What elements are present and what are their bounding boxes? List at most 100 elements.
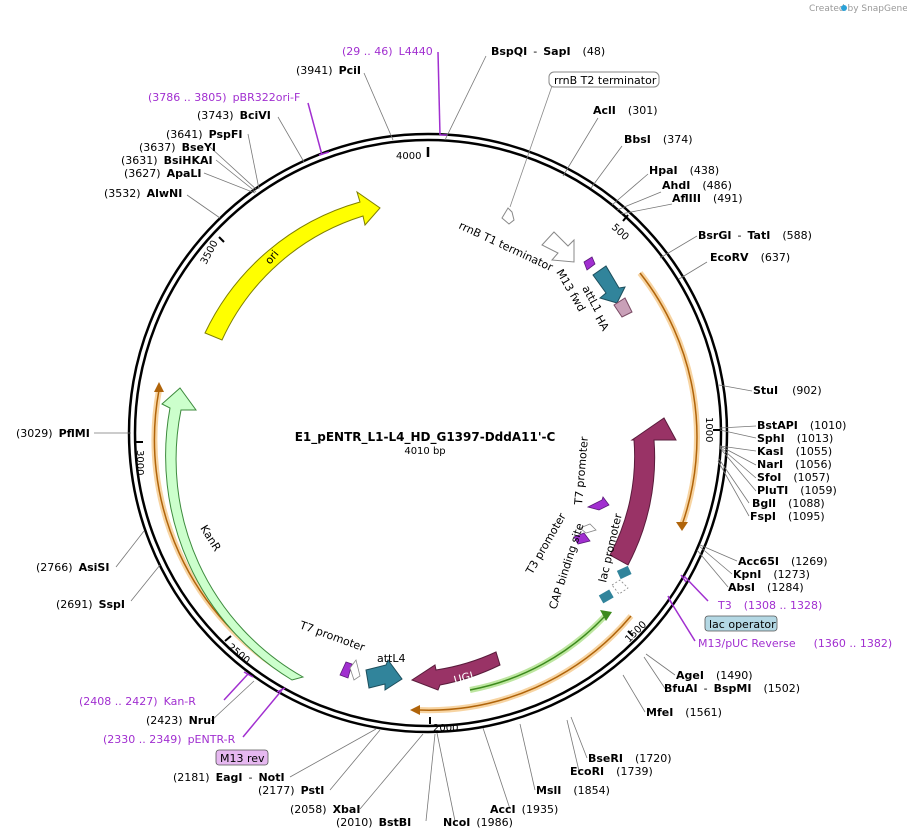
- site-bseri: BseRI(1720): [588, 752, 672, 765]
- m13-rev-label: M13 rev: [220, 752, 265, 765]
- rrnb-t2-feature: [501, 207, 515, 225]
- site-pluti: PluTI(1059): [757, 484, 837, 497]
- site-bsrgi: BsrGI-TatI(588): [698, 229, 812, 242]
- site-bbsi: BbsI(374): [624, 133, 693, 146]
- cap-site-box: [598, 589, 614, 604]
- site-bspqi: BspQI-SapI(48): [491, 45, 605, 58]
- site-bsihkai: (3631)BsiHKAI: [121, 154, 213, 167]
- rrnb-t1-label: rrnB T1 terminator: [457, 219, 556, 274]
- site-ecori: EcoRI(1739): [570, 765, 653, 778]
- orf-arc-left-arrow-icon: [154, 382, 164, 392]
- site-ncoi: NcoI(1986): [443, 816, 513, 829]
- lac-operator-feature: [611, 579, 629, 595]
- site-acli: AclI(301): [593, 104, 658, 117]
- t3-promoter-feature: [579, 523, 597, 534]
- site-asisi: (2766)AsiSI: [36, 561, 109, 574]
- site-pspfi: (3641)PspFI: [166, 128, 242, 141]
- lacza-feature: [609, 417, 677, 566]
- orf-arc-bottom-line: [417, 615, 632, 711]
- primer-markers: [223, 51, 709, 738]
- site-mfei: MfeI(1561): [646, 706, 722, 719]
- primer-pbr322ori-f: (3786 .. 3805)pBR322ori-F: [148, 91, 300, 104]
- site-kasi: KasI(1055): [757, 445, 832, 458]
- tick-label-1000: 1000: [703, 417, 714, 442]
- tick-2500: [224, 635, 232, 642]
- lacza-label: lacZα: [649, 483, 666, 515]
- site-alwni: (3532)AlwNI: [104, 187, 182, 200]
- site-sphi: SphI(1013): [757, 432, 833, 445]
- site-agei: AgeI(1490): [676, 669, 753, 682]
- primer-kan-r: (2408 .. 2427)Kan-R: [79, 695, 196, 708]
- site-bstbi: (2010)BstBI: [336, 816, 411, 829]
- t7-promoter-a-label: T7 promoter: [572, 436, 591, 507]
- plasmid-name: E1_pENTR_L1-L4_HD_G1397-DddA11'-C: [295, 430, 556, 445]
- attl4-label: attL4: [377, 652, 406, 665]
- plasmid-size: 4010 bp: [404, 446, 445, 457]
- m13-rev-box: [215, 749, 269, 766]
- lac-promoter-box: [616, 565, 632, 580]
- cap-arc: [469, 613, 608, 693]
- primer-pentr-r: (2330 .. 2349)pENTR-R: [103, 733, 236, 746]
- site-sspi: (2691)SspI: [56, 598, 125, 611]
- site-ahdi: AhdI(486): [662, 179, 732, 192]
- site-ecorv: EcoRV(637): [710, 251, 790, 264]
- site-kpni: KpnI(1273): [733, 568, 810, 581]
- cap-arc-line: [469, 615, 606, 691]
- site-xbai: (2058)XbaI: [290, 803, 360, 816]
- tick-label-2000: 2000: [433, 723, 458, 734]
- lac-operator-label: lac operator: [709, 618, 776, 631]
- attl1-feature: [592, 265, 626, 304]
- primer-l4440: (29 .. 46)L4440: [342, 45, 433, 58]
- t7-promoter-b-feature: [339, 661, 353, 679]
- t7-promoter-b-outline: [349, 659, 361, 681]
- site-psti: (2177)PstI: [258, 784, 324, 797]
- m13-fwd-primer: [583, 256, 596, 271]
- orf-arc-right-arrow-icon: [676, 522, 688, 531]
- t7-promoter-a-feature: [586, 496, 610, 511]
- site-msli: MslI(1854): [536, 784, 610, 797]
- snapgene-credit: Created by SnapGene: [809, 4, 907, 14]
- site-acc65i: Acc65I(1269): [738, 555, 828, 568]
- site-bfuai: BfuAI-BspMI(1502): [664, 682, 800, 695]
- site-nrui: (2423)NruI: [146, 714, 215, 727]
- t7-promoter-b-label: T7 promoter: [297, 618, 367, 654]
- site-pcii: (3941)PciI: [296, 64, 361, 77]
- site-acci: AccI(1935): [490, 803, 558, 816]
- orf-arc-bottom: [417, 614, 634, 714]
- kanr-feature: [161, 387, 305, 681]
- site-bstapi: BstAPI(1010): [757, 419, 846, 432]
- tick-500: [622, 214, 629, 222]
- site-bcivi: (3743)BciVI: [197, 109, 271, 122]
- snapgene-logo-icon: [841, 5, 847, 11]
- rrnb-t2-leader: [509, 85, 553, 208]
- primer-t3: T3(1308 .. 1328): [717, 599, 822, 612]
- rrnb-t1-feature: [541, 231, 575, 263]
- tick-label-4000: 4000: [396, 151, 421, 162]
- rrnb-t2-box: [548, 71, 660, 88]
- site-bgli: BglI(1088): [752, 497, 825, 510]
- tick-label-3000: 3000: [134, 450, 145, 475]
- primer-m13-puc-reverse: M13/pUC Reverse(1360 .. 1382): [698, 637, 892, 650]
- cap-arc-arrow-icon: [600, 610, 612, 621]
- site-eagi: (2181)EagI-NotI: [173, 771, 285, 784]
- attl4-feature: [365, 658, 403, 691]
- site-absi: AbsI(1284): [728, 581, 804, 594]
- t3-primer: [573, 532, 591, 545]
- orf-arc-bottom-arrow-icon: [410, 705, 420, 715]
- site-stui: StuI(902): [753, 384, 822, 397]
- ha-label: HA: [592, 313, 611, 334]
- backbone-inner-ring: [133, 138, 723, 728]
- site-nari: NarI(1056): [757, 458, 832, 471]
- site-apali: (3627)ApaLI: [124, 167, 202, 180]
- tick-3500: [218, 236, 225, 243]
- rrnb-t2-label: rrnB T2 terminator: [554, 74, 657, 87]
- kanr-label: KanR: [197, 523, 223, 554]
- tick-1500: [627, 630, 634, 637]
- site-sfoi: SfoI(1057): [757, 471, 830, 484]
- site-afliii: AflIII(491): [672, 192, 743, 205]
- site-hpai: HpaI(438): [649, 164, 719, 177]
- ugi-feature: [410, 651, 501, 691]
- tick-label-500: 500: [609, 222, 631, 243]
- ugi-label: UGI: [452, 669, 475, 687]
- lac-operator-box: [704, 615, 778, 632]
